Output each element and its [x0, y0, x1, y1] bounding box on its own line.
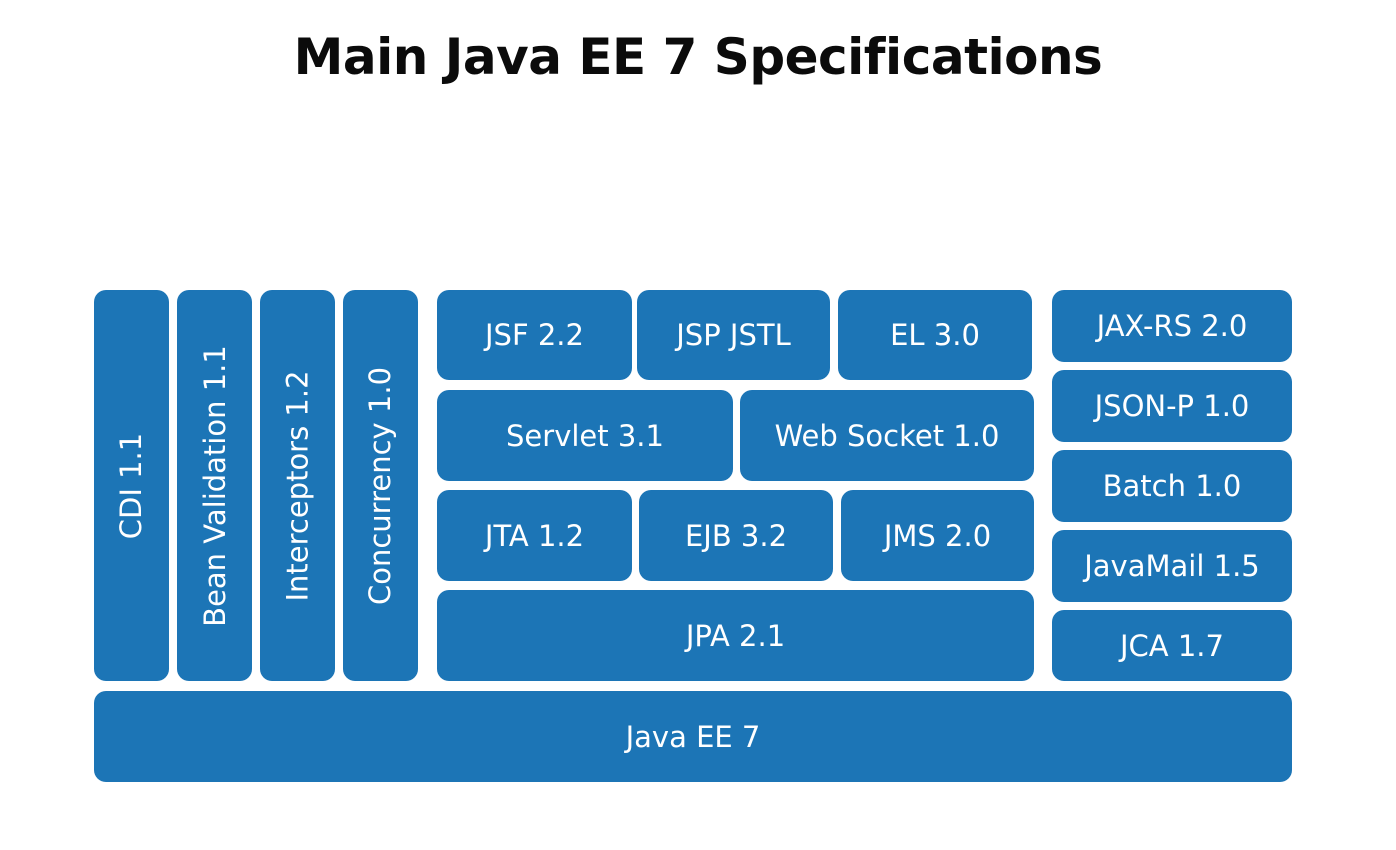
spec-jpa: JPA 2.1 — [437, 590, 1034, 681]
spec-label: EL 3.0 — [890, 318, 980, 352]
spec-label: JMS 2.0 — [883, 518, 992, 553]
spec-jsf: JSF 2.2 — [437, 290, 632, 380]
spec-label: JAX-RS 2.0 — [1096, 309, 1248, 343]
page-title: Main Java EE 7 Specifications — [293, 28, 1103, 86]
spec-el: EL 3.0 — [838, 290, 1032, 380]
spec-label: JSF 2.2 — [485, 318, 584, 352]
spec-label: Java EE 7 — [625, 719, 761, 754]
spec-label: JCA 1.7 — [1120, 628, 1224, 663]
spec-interceptors: Interceptors 1.2 — [260, 290, 335, 681]
spec-label: Interceptors 1.2 — [280, 369, 315, 602]
spec-label: JPA 2.1 — [685, 618, 786, 653]
spec-label: Bean Validation 1.1 — [197, 344, 232, 627]
spec-bean-validation: Bean Validation 1.1 — [177, 290, 252, 681]
spec-label: Batch 1.0 — [1102, 469, 1242, 503]
spec-label: Web Socket 1.0 — [774, 418, 1000, 453]
spec-websocket: Web Socket 1.0 — [740, 390, 1034, 481]
spec-label: EJB 3.2 — [684, 518, 788, 553]
spec-label: Servlet 3.1 — [506, 418, 664, 453]
spec-javamail: JavaMail 1.5 — [1052, 530, 1292, 602]
spec-label: JSON-P 1.0 — [1094, 389, 1250, 423]
spec-servlet: Servlet 3.1 — [437, 390, 733, 481]
spec-java-ee-base: Java EE 7 — [94, 691, 1292, 782]
spec-concurrency: Concurrency 1.0 — [343, 290, 418, 681]
spec-label: JavaMail 1.5 — [1084, 549, 1260, 583]
spec-jca: JCA 1.7 — [1052, 610, 1292, 681]
spec-label: Concurrency 1.0 — [363, 366, 398, 605]
spec-cdi: CDI 1.1 — [94, 290, 169, 681]
spec-jax-rs: JAX-RS 2.0 — [1052, 290, 1292, 362]
spec-label: JTA 1.2 — [484, 518, 585, 553]
spec-label: JSP JSTL — [676, 318, 791, 352]
spec-jsp-jstl: JSP JSTL — [637, 290, 830, 380]
spec-label: CDI 1.1 — [114, 432, 149, 539]
spec-jms: JMS 2.0 — [841, 490, 1034, 581]
spec-jta: JTA 1.2 — [437, 490, 632, 581]
spec-batch: Batch 1.0 — [1052, 450, 1292, 522]
spec-json-p: JSON-P 1.0 — [1052, 370, 1292, 442]
spec-ejb: EJB 3.2 — [639, 490, 833, 581]
